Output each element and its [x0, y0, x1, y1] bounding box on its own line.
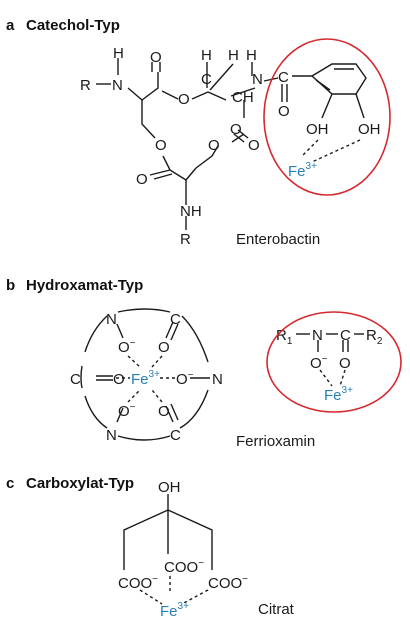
atom-o: O — [158, 339, 170, 356]
atom-o-minus: O− — [310, 354, 328, 372]
atom-o: O — [278, 103, 290, 120]
hydroxamate-highlight-ring — [266, 311, 402, 413]
atom-fe: Fe3+ — [131, 369, 160, 388]
atom-h: H — [228, 47, 239, 64]
atom-c: C — [340, 327, 351, 344]
atom-c: C — [170, 311, 181, 328]
atom-n: N — [106, 311, 117, 328]
section-c-caption: Citrat — [258, 601, 295, 618]
atom-h: H — [246, 47, 257, 64]
atom-o: O — [248, 137, 260, 154]
section-a-caption: Enterobactin — [236, 231, 320, 248]
catechol-highlight-ring — [263, 38, 391, 196]
atom-fe: Fe3+ — [288, 161, 317, 180]
atom-oh: OH — [158, 479, 181, 496]
section-b-letter: b — [6, 277, 15, 294]
section-b: b Hydroxamat-Typ N C O− O C O Fe3+ O− N … — [6, 277, 402, 450]
atom-coo-minus: COO− — [164, 558, 204, 576]
atom-n: N — [106, 427, 117, 444]
section-c-title: Carboxylat-Typ — [26, 475, 134, 492]
atom-r: R — [180, 231, 191, 248]
atom-o: O — [155, 137, 167, 154]
atom-o: O — [208, 137, 220, 154]
atom-o-minus: O− — [118, 402, 136, 420]
atom-c: C — [201, 71, 212, 88]
atom-n: N — [212, 371, 223, 388]
atom-oh: OH — [358, 121, 381, 138]
atom-coo-minus: COO− — [208, 574, 248, 592]
atom-o: O — [178, 91, 190, 108]
atom-o: O — [113, 371, 125, 388]
atom-o-minus: O− — [176, 370, 194, 388]
atom-o-minus: O− — [118, 338, 136, 356]
atom-o: O — [136, 171, 148, 188]
atom-h: H — [113, 45, 124, 62]
section-c: c Carboxylat-Typ OH COO− COO− COO− Fe3+ … — [6, 475, 295, 620]
atom-fe: Fe3+ — [160, 601, 189, 620]
atom-o: O — [150, 49, 162, 66]
atom-coo-minus: COO− — [118, 574, 158, 592]
section-a-letter: a — [6, 17, 15, 34]
section-c-letter: c — [6, 475, 14, 492]
atom-c: C — [70, 371, 81, 388]
atom-ch: CH — [232, 89, 254, 106]
atom-n: N — [312, 327, 323, 344]
atom-n: N — [252, 71, 263, 88]
atom-n: N — [112, 77, 123, 94]
atom-oh: OH — [306, 121, 329, 138]
atom-h: H — [201, 47, 212, 64]
section-b-caption: Ferrioxamin — [236, 433, 315, 450]
atom-r2: R2 — [366, 327, 383, 347]
section-a: a Catechol-Typ H — [6, 17, 391, 248]
atom-r: R — [80, 77, 91, 94]
atom-r1: R1 — [276, 327, 293, 347]
atom-o: O — [230, 121, 242, 138]
section-a-title: Catechol-Typ — [26, 17, 120, 34]
atom-o: O — [339, 355, 351, 372]
atom-o: O — [158, 403, 170, 420]
atom-fe: Fe3+ — [324, 385, 353, 404]
atom-c: C — [170, 427, 181, 444]
section-b-title: Hydroxamat-Typ — [26, 277, 143, 294]
atom-nh: NH — [180, 203, 202, 220]
atom-c: C — [278, 69, 289, 86]
